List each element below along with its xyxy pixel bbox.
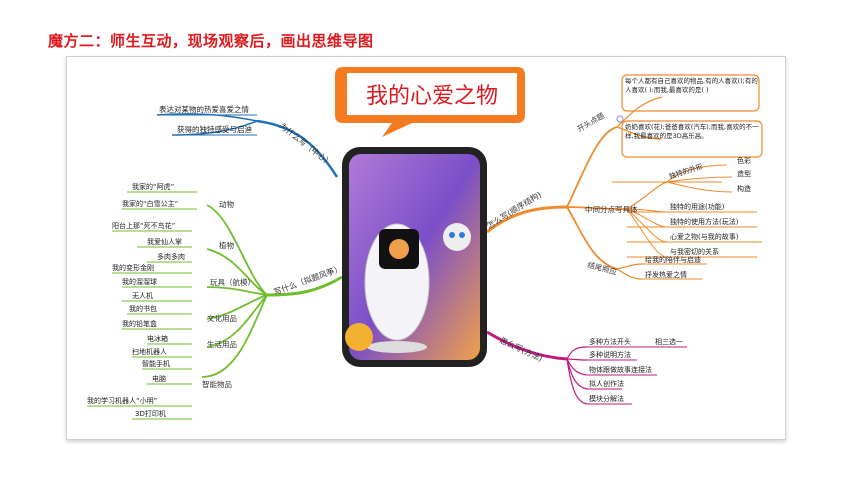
branch-how-structure	[486, 74, 763, 280]
method-extra: 相三选一	[655, 337, 683, 346]
robot-base	[367, 341, 427, 353]
what-item: 我的铅笔盒	[122, 319, 157, 328]
method-item: 多种方法开头	[589, 337, 631, 346]
structure-item: 独特的用途(功能)	[670, 202, 725, 211]
branch-how-method	[486, 330, 687, 405]
branch-what	[87, 191, 343, 420]
mind-map-panel: 为什么写（中心） 表达对某物的热爱喜爱之情 获得的独特感受与启迪 写什么（拟题风…	[66, 56, 786, 440]
branch-why	[156, 113, 339, 178]
what-item: 3D打印机	[135, 409, 166, 418]
what-item: 我的学习机器人“小明”	[87, 396, 157, 405]
intro-note-1: 每个人都有自己喜欢的物品,有的人喜欢();有的人喜欢( ):而我,最喜欢的是( …	[625, 77, 758, 94]
what-item: 无人机	[132, 291, 153, 300]
robot-face	[389, 239, 409, 259]
what-group-label: 玩具（航模）	[210, 277, 255, 287]
structure-subitem: 造型	[737, 169, 751, 178]
what-group-label: 文化用品	[207, 313, 237, 323]
branch-how-method-label: 怎么写(方法)	[498, 335, 544, 364]
center-title: 我的心爱之物	[366, 84, 498, 109]
mascot	[345, 323, 373, 351]
structure-group-label: 中间分点写具体	[585, 204, 638, 214]
small-robot-eye	[449, 232, 455, 238]
mind-map: 为什么写（中心） 表达对某物的热爱喜爱之情 获得的独特感受与启迪 写什么（拟题风…	[87, 67, 763, 420]
title-callout	[335, 67, 525, 137]
what-item: 智能手机	[142, 359, 170, 368]
structure-subitem: 色彩	[737, 156, 751, 165]
what-group-label: 植物	[219, 240, 234, 250]
what-item: 阳台上那“死不鸟花”	[112, 221, 175, 230]
method-item: 多种说明方法	[589, 350, 631, 359]
what-item: 电冰箱	[147, 334, 168, 343]
node-dot	[616, 115, 624, 123]
branch-why-label: 为什么写（中心）	[278, 121, 335, 168]
intro-note-2: 奶奶喜欢(花);爸爸喜欢(汽车);而我,喜欢的不一样,我最喜欢的是3D高乐高。	[625, 123, 759, 140]
what-group-label: 动物	[219, 199, 234, 209]
what-item: 电脑	[152, 374, 166, 383]
structure-item: 与我密切的关系	[670, 247, 719, 256]
why-item: 获得的独特感受与启迪	[177, 124, 252, 134]
what-group-label: 智能物品	[202, 379, 232, 389]
what-item: 我的书包	[129, 304, 157, 313]
why-item: 表达对某物的热爱喜爱之情	[159, 104, 249, 114]
structure-item: 独特的使用方法(玩法)	[670, 217, 739, 226]
structure-item: 心爱之物(与我的故事)	[670, 232, 739, 241]
center-image	[342, 147, 487, 367]
structure-item: 给我的陪伴与启迪	[645, 255, 701, 264]
page-heading: 魔方二：师生互动，现场观察后，画出思维导图	[48, 32, 374, 50]
method-item: 物体跟做故事连接法	[589, 365, 652, 374]
what-item: 我家的“阿虎”	[132, 182, 174, 191]
title-inner	[347, 73, 517, 115]
structure-group-label: 开头点题	[575, 110, 606, 134]
what-item: 我的溜溜球	[122, 277, 157, 286]
what-item: 多肉多肉	[157, 252, 185, 261]
structure-subitem: 构造	[737, 184, 751, 193]
small-robot-eye	[459, 232, 465, 238]
what-item: 扫地机器人	[132, 347, 167, 356]
structure-item: 抒发热爱之情	[645, 270, 687, 279]
small-robot	[443, 223, 471, 251]
method-item: 拟人创作法	[589, 379, 624, 388]
what-item: 我爱仙人掌	[147, 237, 182, 246]
what-item: 我家的“白雪公主”	[122, 199, 178, 208]
what-item: 我的变形金刚	[112, 263, 154, 272]
what-group-label: 生活用品	[207, 339, 237, 349]
method-item: 模块分解法	[589, 394, 624, 403]
